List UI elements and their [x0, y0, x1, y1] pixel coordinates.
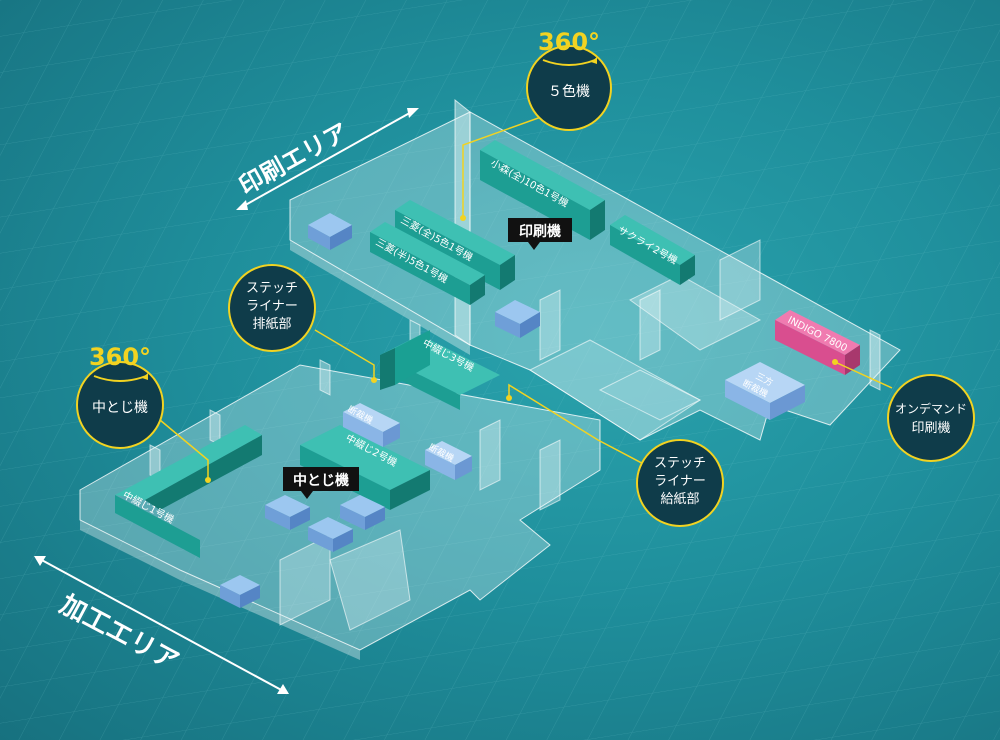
tag-press: 印刷機 — [508, 218, 572, 250]
box-saddle-3 — [308, 517, 353, 552]
callout-on-demand-line2: 印刷機 — [911, 421, 950, 436]
print-area-floor — [289, 98, 901, 441]
box-print-small — [308, 213, 352, 250]
box-saddle-1 — [265, 495, 310, 530]
machine-sanpo: 三方 断裁機 — [725, 362, 805, 420]
callout-saddle-badge: 360° — [89, 343, 151, 371]
callout-on-demand-line1: オンデマンド — [895, 401, 967, 416]
machine-nakatoji1: 中綴じ1号機 — [115, 425, 262, 558]
leader-lines — [159, 111, 893, 480]
box-print-mid — [495, 300, 540, 338]
callout-five-color: 360° ５色機 — [526, 28, 612, 131]
callout-saddle-label: 中とじ機 — [92, 400, 148, 416]
box-process-corner — [220, 575, 260, 608]
box-saddle-2 — [340, 495, 385, 530]
machine-danzai-b: 断裁機 — [425, 441, 472, 480]
callout-saddle: 360° 中とじ機 — [76, 343, 164, 449]
tag-saddle-label: 中とじ機 — [293, 472, 349, 489]
callout-stitch-out: ステッチ ライナー 排紙部 — [228, 264, 316, 352]
callout-stitch-in: ステッチ ライナー 給紙部 — [636, 439, 724, 527]
callout-stitch-out-line2: ライナー — [246, 299, 298, 314]
callout-five-color-badge: 360° — [538, 28, 600, 56]
callout-stitch-in-line2: ライナー — [654, 474, 706, 489]
machine-danzai-a: 断裁機 — [343, 403, 400, 447]
callout-on-demand: オンデマンド 印刷機 — [887, 374, 975, 462]
machine-sakurai: サクライ2号機 — [610, 215, 695, 285]
callout-stitch-in-line3: 給紙部 — [660, 492, 699, 507]
callout-stitch-in-line1: ステッチ — [654, 456, 706, 471]
leader-dots — [205, 215, 838, 483]
tag-press-label: 印刷機 — [519, 223, 561, 240]
callout-stitch-out-line1: ステッチ — [246, 281, 298, 296]
tag-saddle: 中とじ機 — [283, 467, 359, 499]
callout-five-color-label: ５色機 — [548, 83, 590, 100]
callout-stitch-out-line3: 排紙部 — [252, 317, 291, 332]
